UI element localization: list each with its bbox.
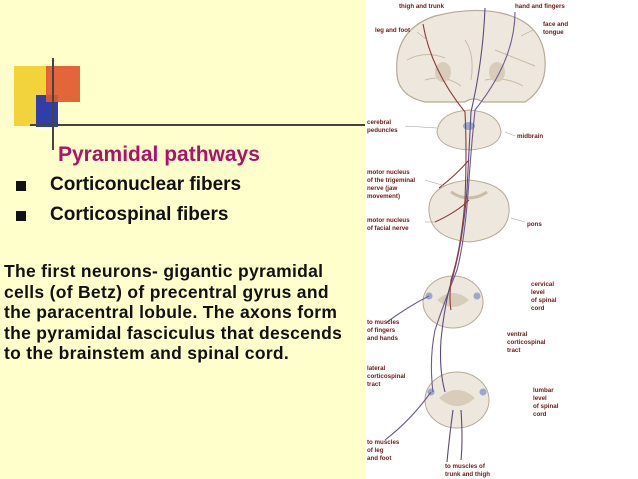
pathway-fibers — [384, 7, 516, 463]
label-trigeminal-2: of the trigeminal — [367, 177, 415, 184]
label-lateral-2: corticospinal — [367, 373, 406, 380]
decor-red-square — [46, 66, 80, 102]
label-cervical-4: cord — [531, 305, 545, 312]
label-trigeminal-3: nerve (jaw — [367, 185, 397, 192]
label-lumbar-1: lumbar — [533, 387, 554, 394]
decor-vertical-line — [52, 58, 54, 150]
label-face-tongue-2: tongue — [543, 29, 564, 36]
bullet-text: Corticonuclear fibers — [50, 174, 242, 195]
pons-section — [428, 179, 510, 243]
bullet-text: Corticospinal fibers — [50, 204, 229, 225]
slide-title: Pyramidal pathways — [58, 143, 260, 166]
label-muscles-trunk-2: trunk and thigh — [445, 471, 490, 478]
label-muscles-leg-1: to muscles — [367, 439, 400, 446]
label-lumbar-2: level — [533, 395, 547, 402]
label-ventral-3: tract — [507, 347, 520, 354]
label-lumbar-3: of spinal — [533, 403, 559, 410]
label-muscles-fingers-3: and hands — [367, 335, 398, 342]
label-midbrain: midbrain — [517, 133, 543, 140]
label-facial-1: motor nucleus — [367, 217, 410, 224]
cervical-cord-section — [422, 275, 484, 329]
label-face-tongue-1: face and — [543, 21, 568, 28]
label-cervical-2: level — [531, 289, 545, 296]
label-ventral-1: ventral — [507, 331, 528, 338]
label-leader-lines — [404, 29, 534, 223]
label-muscles-fingers-1: to muscles — [367, 319, 400, 326]
bullet-list: Corticonuclear fibers Corticospinal fibe… — [0, 174, 241, 234]
square-bullet-icon — [16, 211, 26, 221]
label-facial-2: of facial nerve — [367, 225, 409, 232]
bullet-corticospinal: Corticospinal fibers — [0, 204, 241, 234]
label-leg-foot: leg and foot — [375, 27, 410, 34]
decor-horizontal-line — [30, 124, 370, 126]
label-lateral-1: lateral — [367, 365, 386, 372]
diagram-labels: thigh and trunk hand and fingers leg and… — [367, 3, 568, 478]
label-cerebral-peduncles-2: peduncles — [367, 127, 398, 134]
label-muscles-leg-2: of leg — [367, 447, 384, 454]
label-muscles-leg-3: and foot — [367, 455, 391, 462]
midbrain-section — [436, 109, 502, 151]
lumbar-cord-section — [424, 371, 490, 429]
label-pons: pons — [527, 221, 542, 228]
label-thigh-trunk: thigh and trunk — [399, 3, 445, 10]
square-bullet-icon — [16, 181, 26, 191]
bullet-corticonuclear: Corticonuclear fibers — [0, 174, 241, 204]
label-hand-fingers: hand and fingers — [515, 3, 565, 10]
label-cerebral-peduncles-1: cerebral — [367, 119, 391, 126]
label-lumbar-4: cord — [533, 411, 547, 418]
cerebrum-section — [396, 9, 546, 103]
label-muscles-trunk-1: to muscles of — [445, 463, 486, 470]
pyramidal-pathway-diagram: thigh and trunk hand and fingers leg and… — [365, 0, 638, 479]
label-trigeminal-4: movement) — [367, 193, 400, 200]
label-muscles-fingers-2: of fingers — [367, 327, 396, 334]
label-cervical-1: cervical — [531, 281, 554, 288]
label-trigeminal-1: motor nucleus — [367, 169, 410, 176]
label-ventral-2: corticospinal — [507, 339, 546, 346]
label-lateral-3: tract — [367, 381, 380, 388]
description-paragraph: The first neurons- gigantic pyramidal ce… — [4, 261, 343, 363]
label-cervical-3: of spinal — [531, 297, 557, 304]
